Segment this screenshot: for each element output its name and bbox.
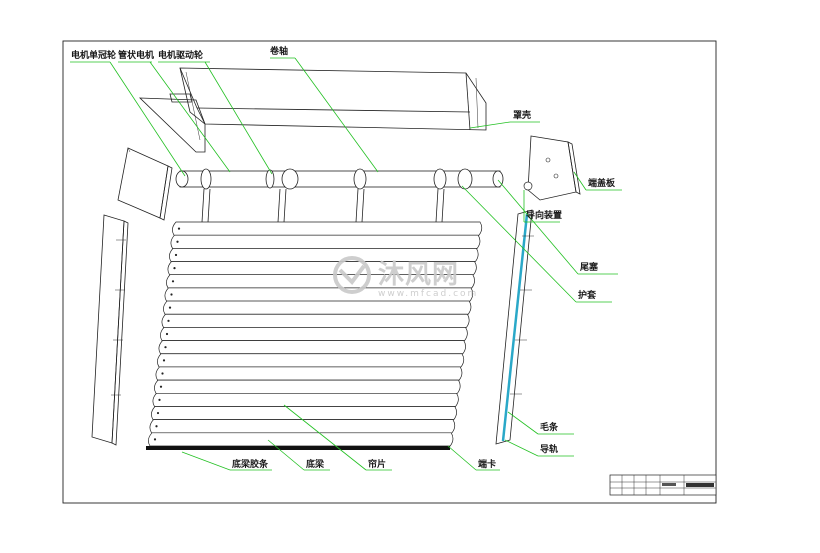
watermark: 沐风网 www.mfcad.com xyxy=(333,256,478,299)
slat-end-clip xyxy=(153,438,157,441)
slat xyxy=(170,234,481,249)
bottom-beam xyxy=(146,446,450,450)
label-bottom-beam: 底梁 xyxy=(306,458,325,470)
slat xyxy=(166,274,475,289)
label-motor-drive-wheel: 电机驱动轮 xyxy=(158,49,203,61)
slat-curtain xyxy=(146,221,483,450)
slat-end-clip xyxy=(159,385,163,388)
slat xyxy=(149,419,456,434)
slat-end-clip xyxy=(155,425,158,428)
label-tail-plug: 尾塞 xyxy=(579,261,599,273)
slat-end-clip xyxy=(165,332,169,336)
slat xyxy=(158,340,466,355)
drawing-frame xyxy=(62,40,717,504)
slat xyxy=(167,261,477,276)
label-guide-rail: 导轨 xyxy=(540,443,558,455)
label-guide-device: 导向装置 xyxy=(526,209,562,221)
slat xyxy=(157,353,465,368)
slat xyxy=(152,392,459,407)
slat xyxy=(163,300,472,315)
motor-bracket xyxy=(117,147,173,221)
slat-end-clip xyxy=(176,240,179,243)
brush-strip xyxy=(501,213,529,442)
label-bottom-seal: 底梁胶条 xyxy=(232,458,269,470)
roller-shaft xyxy=(175,168,504,223)
label-sleeve: 护套 xyxy=(578,289,597,301)
slat-end-clip xyxy=(161,372,164,375)
slat xyxy=(148,432,454,447)
slat-end-clip xyxy=(167,319,170,322)
box-cover xyxy=(138,67,487,153)
slat-end-clip xyxy=(164,346,167,349)
label-brush: 毛条 xyxy=(540,421,559,433)
slat-end-clip xyxy=(171,280,175,283)
label-box-cover: 罩壳 xyxy=(513,109,531,121)
slat xyxy=(161,313,470,328)
label-end-plate: 端盖板 xyxy=(588,177,616,189)
right-guide-rail xyxy=(495,209,534,445)
slat xyxy=(151,406,457,420)
slat-end-clip xyxy=(158,398,161,401)
slat xyxy=(164,287,474,302)
slat-end-clip xyxy=(156,411,160,415)
slat-end-clip xyxy=(173,267,176,270)
leader-lines xyxy=(70,57,622,471)
left-guide-rail xyxy=(91,214,129,446)
slat xyxy=(172,221,483,236)
label-roller: 卷轴 xyxy=(269,45,288,57)
end-plate xyxy=(523,135,581,201)
slat xyxy=(160,327,468,341)
slat-end-clip xyxy=(168,306,172,309)
watermark-brand: 沐风网 xyxy=(378,260,459,290)
slat-end-clip xyxy=(177,227,181,230)
label-tubular-motor: 管状电机 xyxy=(118,49,154,61)
slat-end-clip xyxy=(170,293,173,296)
label-motor-crown-wheel: 电机单冠轮 xyxy=(71,49,116,61)
label-slats: 帘片 xyxy=(368,458,386,470)
slat xyxy=(154,379,461,394)
labels: 电机单冠轮 管状电机 电机驱动轮 卷轴 罩壳 端盖板 导向装置 尾塞 护套 毛条… xyxy=(71,45,616,470)
slat-end-clip xyxy=(174,253,178,257)
slat-end-clip xyxy=(162,359,166,362)
watermark-url: www.mfcad.com xyxy=(378,289,478,299)
slat xyxy=(169,248,479,262)
title-block xyxy=(609,474,717,496)
slat xyxy=(155,366,463,381)
label-end-clip: 端卡 xyxy=(478,458,496,470)
